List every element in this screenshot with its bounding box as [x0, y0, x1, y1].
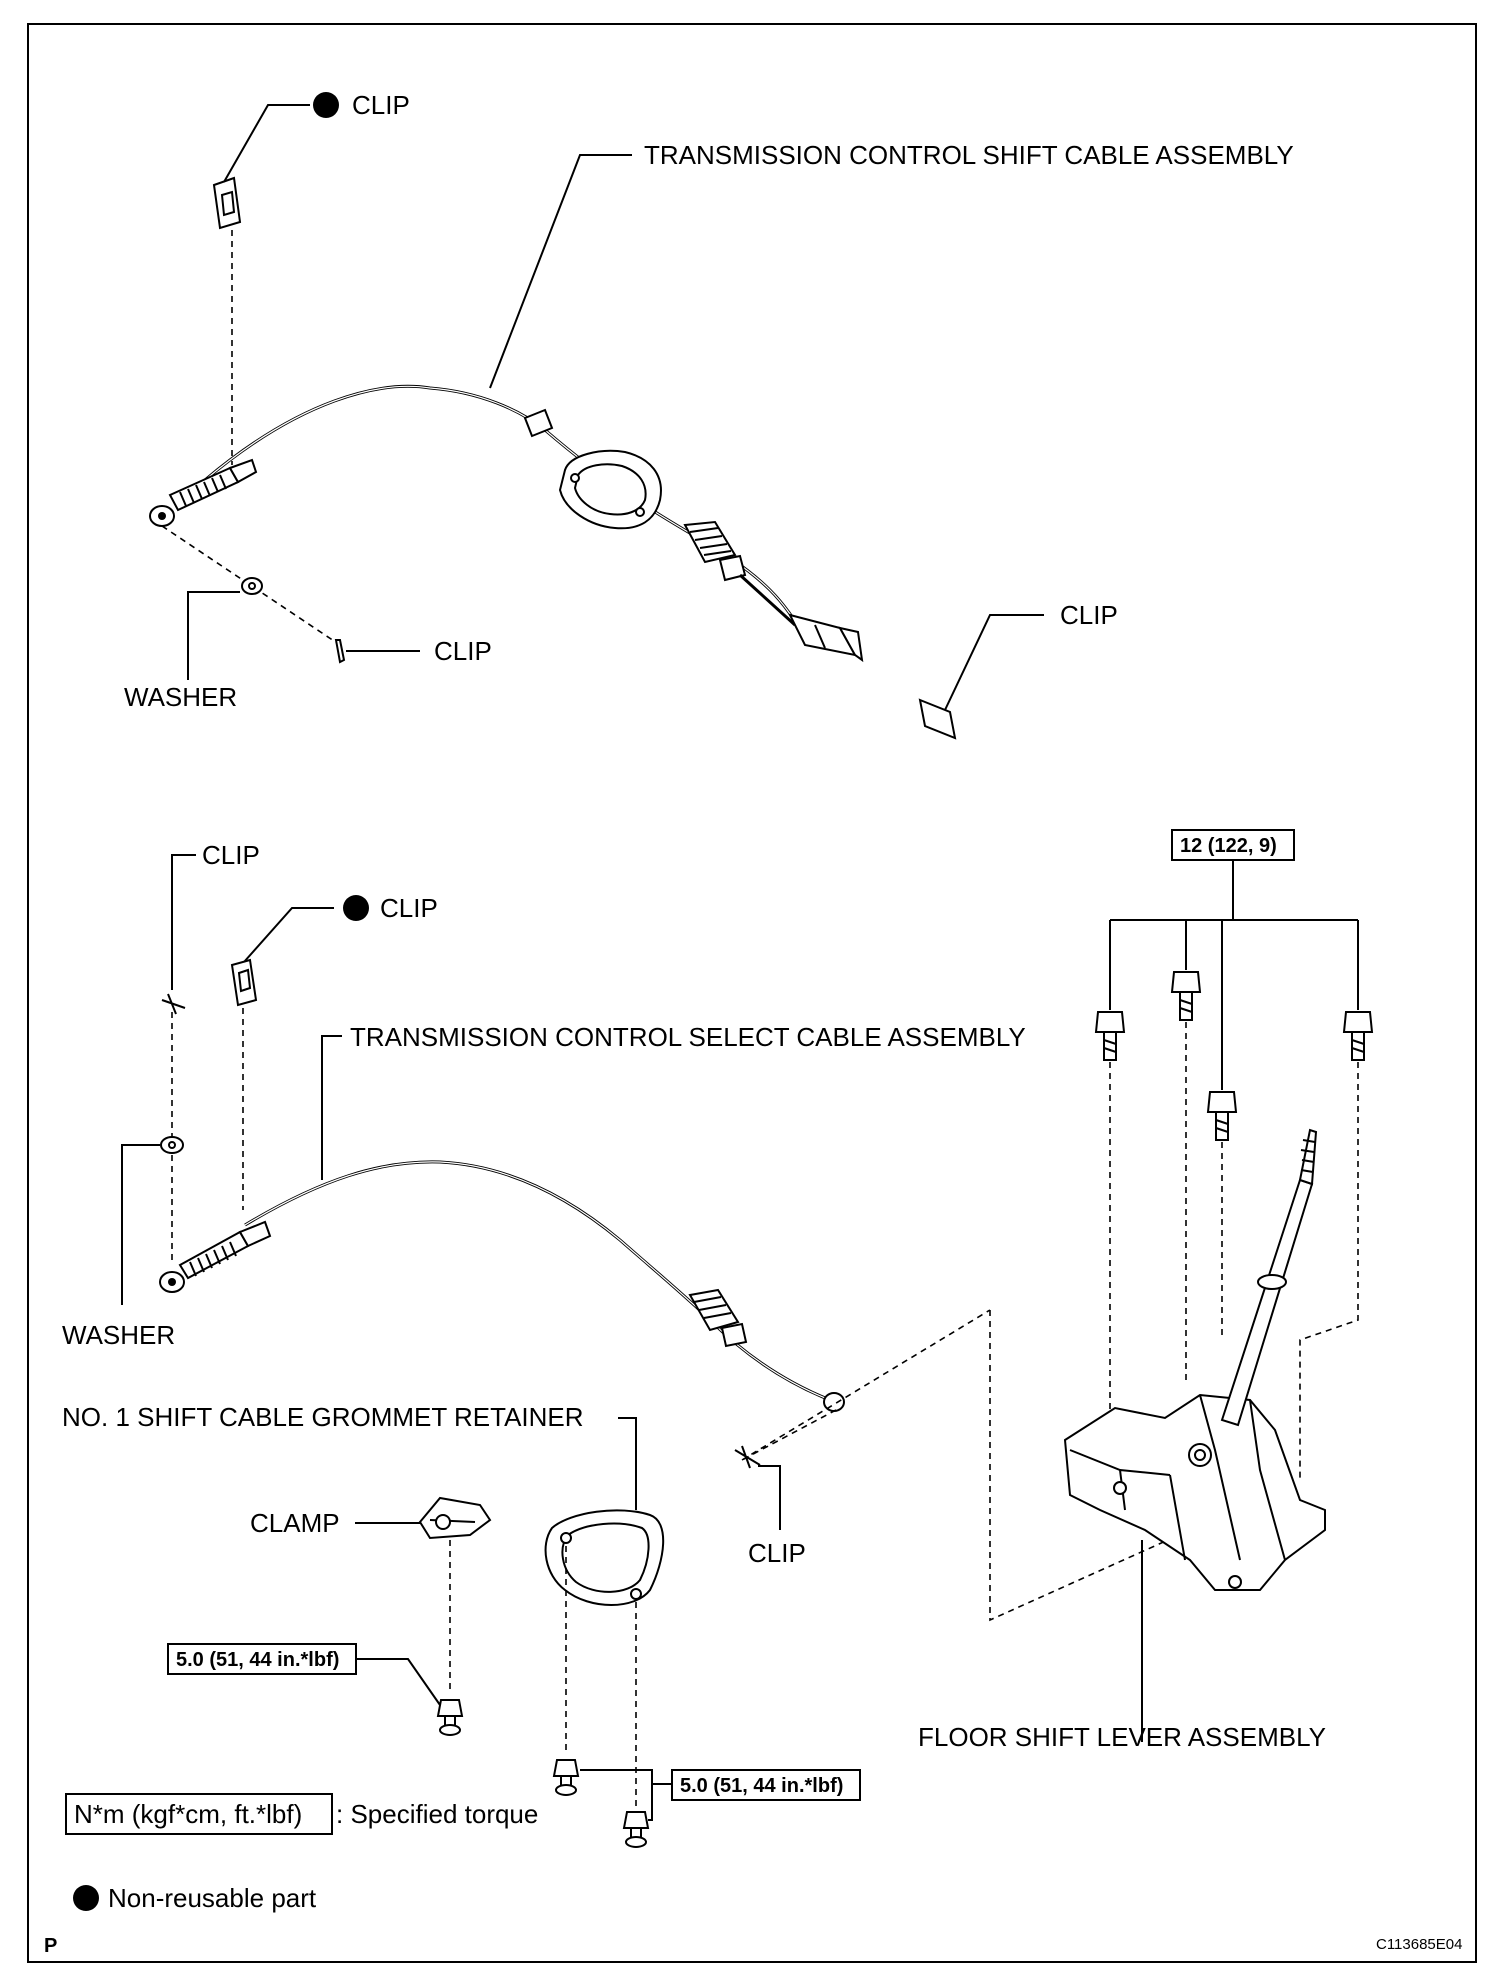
label-clip-lower-end: CLIP — [748, 1538, 806, 1568]
lever-torque-group: 12 (122, 9) — [1109, 829, 1359, 1090]
torque-box-retainer: 5.0 (51, 44 in.*lbf) — [580, 1769, 861, 1821]
label-clip-upper-end: CLIP — [434, 636, 492, 666]
shift-cable-bracket — [523, 408, 554, 438]
shift-cable-connector — [788, 613, 864, 663]
select-cable-boot — [688, 1288, 748, 1348]
lever-bolt-3 — [1206, 1091, 1238, 1141]
label-shift-cable: TRANSMISSION CONTROL SHIFT CABLE ASSEMBL… — [644, 140, 1294, 170]
torque-value-lever: 12 (122, 9) — [1180, 835, 1277, 857]
select-cable-assembly — [159, 1160, 845, 1412]
label-grommet-retainer: NO. 1 SHIFT CABLE GROMMET RETAINER — [62, 1402, 584, 1432]
clip-top-nonreusable: CLIP — [212, 90, 410, 465]
label-select-cable: TRANSMISSION CONTROL SELECT CABLE ASSEMB… — [350, 1022, 1026, 1052]
select-cable-threaded-end — [159, 1220, 272, 1293]
clamp: CLAMP — [250, 1496, 492, 1736]
label-clip-lower: CLIP — [380, 893, 438, 923]
label-clamp: CLAMP — [250, 1508, 340, 1538]
label-clip-lower-left: CLIP — [202, 840, 260, 870]
shift-cable-boot — [683, 520, 747, 582]
legend: N*m (kgf*cm, ft.*lbf) : Specified torque… — [65, 1793, 538, 1913]
shift-cable-assembly — [149, 384, 864, 663]
nonreusable-marker — [313, 92, 339, 118]
torque-value-retainer: 5.0 (51, 44 in.*lbf) — [680, 1775, 843, 1797]
clamp-bolt — [436, 1699, 464, 1736]
floor-shift-lever-assembly: FLOOR SHIFT LEVER ASSEMBLY — [918, 1128, 1326, 1752]
lever-bolt-1 — [1094, 1011, 1126, 1061]
label-washer-lower: WASHER — [62, 1320, 175, 1350]
legend-nonreusable-marker — [73, 1885, 99, 1911]
torque-box-clamp: 5.0 (51, 44 in.*lbf) — [167, 1643, 441, 1706]
torque-box-lever — [1171, 829, 1295, 861]
clip-lower-nonreusable: CLIP — [230, 893, 438, 1210]
figure-code: C113685E04 — [1376, 1936, 1462, 1953]
shift-cable-grommet-plate — [558, 449, 662, 530]
clip-upper-end: CLIP — [334, 636, 492, 666]
shift-cable-threaded-end — [149, 458, 258, 527]
clip-upper-right: CLIP — [918, 600, 1118, 740]
legend-torque-box — [65, 1793, 333, 1835]
washer-upper: WASHER — [124, 525, 341, 712]
page-frame — [27, 23, 1477, 1963]
grommet-retainer: NO. 1 SHIFT CABLE GROMMET RETAINER — [62, 1402, 665, 1848]
label-floor-shift-lever: FLOOR SHIFT LEVER ASSEMBLY — [918, 1722, 1326, 1752]
legend-nonreusable-desc: Non-reusable part — [108, 1883, 317, 1913]
torque-value-clamp: 5.0 (51, 44 in.*lbf) — [176, 1649, 339, 1671]
retainer-bolt-right — [622, 1811, 650, 1848]
page-letter: P — [44, 1935, 57, 1957]
retainer-bolt-left — [552, 1759, 580, 1796]
label-clip-upper-right: CLIP — [1060, 600, 1118, 630]
lever-bolt-2 — [1170, 971, 1202, 1021]
lever-bolts — [1094, 971, 1374, 1480]
clip-lower-left: CLIP — [161, 840, 260, 1265]
lever-bolt-4 — [1342, 1011, 1374, 1061]
clip-lower-end: CLIP — [734, 1309, 991, 1568]
legend-torque-unit: N*m (kgf*cm, ft.*lbf) — [74, 1799, 302, 1829]
nonreusable-marker — [343, 895, 369, 921]
washer-lower: WASHER — [62, 1136, 184, 1350]
legend-torque-desc: : Specified torque — [336, 1799, 538, 1829]
label-clip-top: CLIP — [352, 90, 410, 120]
label-washer-upper: WASHER — [124, 682, 237, 712]
